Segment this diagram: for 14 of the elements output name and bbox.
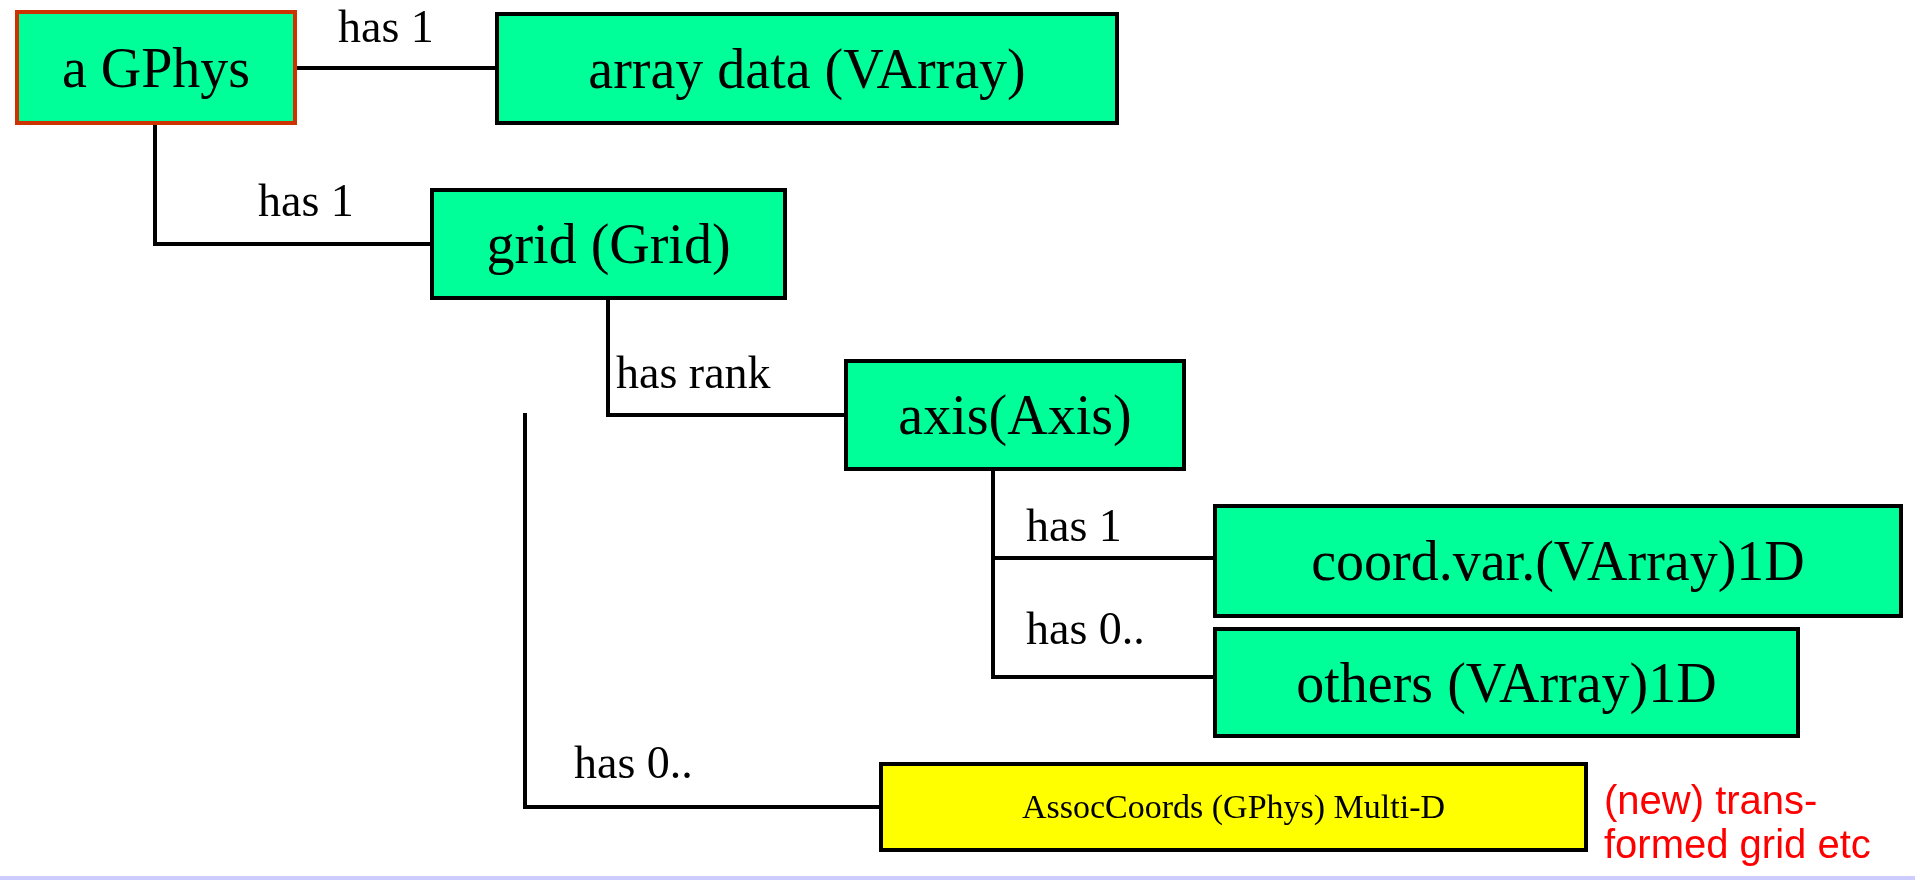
class-box: [430, 188, 787, 300]
class-box: [15, 10, 297, 125]
connector-line: [606, 300, 844, 417]
connector-line: [153, 125, 430, 246]
connector-line: [297, 66, 495, 70]
connector-line: [991, 471, 1213, 679]
class-box: [1213, 504, 1903, 618]
class-box: [495, 12, 1119, 125]
box-label: AssocCoords (GPhys) Multi-D: [1021, 790, 1446, 824]
class-box: [844, 359, 1186, 471]
class-box: [879, 762, 1588, 852]
connector-line: [523, 413, 879, 809]
class-box: [1213, 627, 1800, 738]
note-text: (new) trans- formed grid etc: [1604, 778, 1872, 866]
